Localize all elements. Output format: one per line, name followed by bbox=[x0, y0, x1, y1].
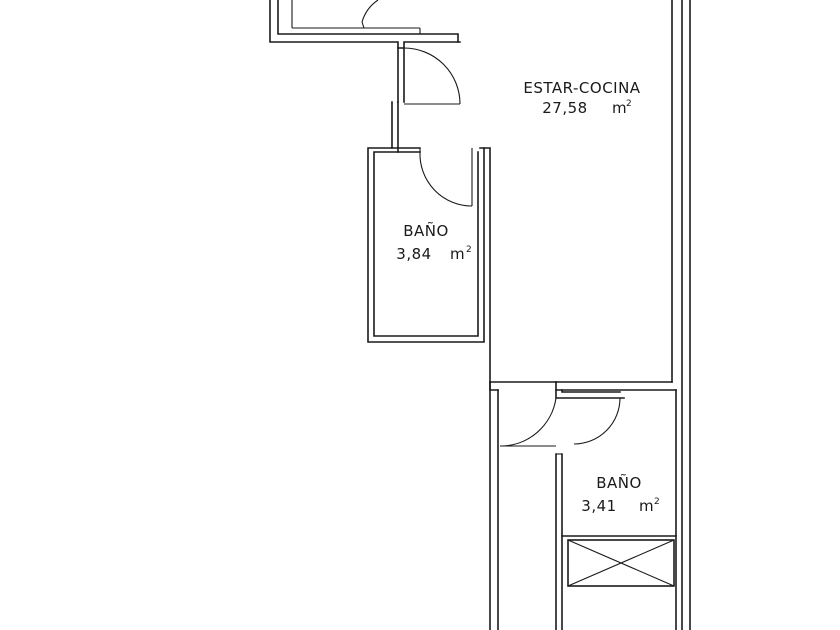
room-unit-sup-bano-1: 2 bbox=[466, 245, 472, 255]
bathroom-2-door-arc bbox=[499, 397, 621, 447]
top-door-arc bbox=[361, 0, 379, 29]
room-area-bano-2: 3,41 bbox=[581, 497, 616, 515]
room-unit-bano-2: m bbox=[639, 497, 654, 515]
room-name-bano-1: BAÑO bbox=[403, 221, 449, 240]
service-shaft bbox=[561, 535, 677, 587]
right-outer-wall bbox=[671, 0, 691, 630]
room-area-bano-1: 3,84 bbox=[396, 245, 431, 263]
room-unit-estar-cocina: m bbox=[612, 99, 627, 117]
corridor-door bbox=[397, 47, 461, 105]
top-left-wall bbox=[269, 0, 461, 49]
room-unit-sup-estar-cocina: 2 bbox=[626, 99, 632, 109]
room-unit-bano-1: m bbox=[450, 245, 465, 263]
room-area-estar-cocina: 27,58 bbox=[542, 99, 587, 117]
room-name-bano-2: BAÑO bbox=[596, 473, 642, 492]
room-unit-sup-bano-2: 2 bbox=[654, 497, 660, 507]
room-name-estar-cocina: ESTAR-COCINA bbox=[523, 79, 640, 97]
corridor-walls bbox=[483, 147, 677, 630]
